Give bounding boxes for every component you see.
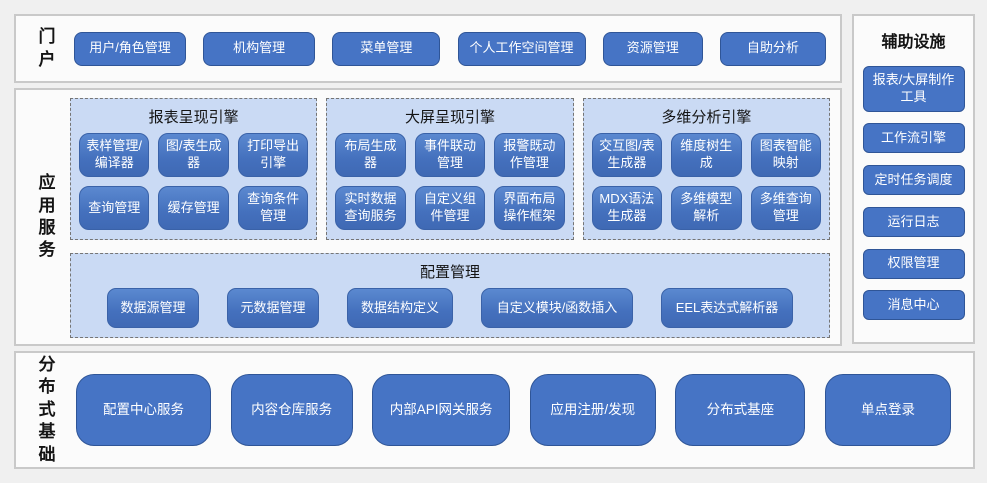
report-engine-button-cache-mgmt[interactable]: 缓存管理 <box>158 186 229 230</box>
portal-buttons-row: 用户/角色管理 机构管理 菜单管理 个人工作空间管理 资源管理 自助分析 <box>70 31 830 66</box>
olap-engine-title: 多维分析引擎 <box>661 109 752 126</box>
report-engine-button-print-export[interactable]: 打印导出引擎 <box>237 133 309 177</box>
distributed-base-label: 分布式基础 <box>38 354 56 464</box>
olap-button-smart-chart-mapping[interactable]: 图表智能映射 <box>750 133 821 177</box>
config-button-datasource[interactable]: 数据源管理 <box>107 288 199 328</box>
bigscreen-button-alarm-action[interactable]: 报警既动作管理 <box>494 133 565 177</box>
config-button-data-structure[interactable]: 数据结构定义 <box>347 288 453 328</box>
report-engine-grid: 表样管理/编译器 图/表生成器 打印导出引擎 查询管理 缓存管理 查询条件管理 <box>79 133 309 230</box>
aux-button-report-bigscreen-tool[interactable]: 报表/大屏制作工具 <box>862 65 965 112</box>
bigscreen-engine-title: 大屏呈现引擎 <box>404 109 495 126</box>
olap-button-dimension-tree[interactable]: 维度树生成 <box>671 133 742 177</box>
dist-button-content-repo[interactable]: 内容仓库服务 <box>230 374 353 446</box>
dist-button-sso[interactable]: 单点登录 <box>824 374 951 446</box>
config-mgmt-title: 配置管理 <box>419 264 480 281</box>
bigscreen-engine-panel: 大屏呈现引擎 布局生成器 事件联动管理 报警既动作管理 实时数据查询服务 自定义… <box>326 98 574 240</box>
portal-button-user-role[interactable]: 用户/角色管理 <box>74 31 186 66</box>
dist-button-distributed-base[interactable]: 分布式基座 <box>675 374 806 446</box>
report-engine-button-chart-table-generator[interactable]: 图/表生成器 <box>158 133 229 177</box>
config-mgmt-panel: 配置管理 数据源管理 元数据管理 数据结构定义 自定义模块/函数插入 EEL表达… <box>70 253 830 338</box>
portal-button-workspace[interactable]: 个人工作空间管理 <box>457 31 586 66</box>
report-engine-button-query-condition[interactable]: 查询条件管理 <box>237 186 309 230</box>
aux-button-task-scheduler[interactable]: 定时任务调度 <box>862 165 965 196</box>
app-services-section-label: 应用服务 <box>38 173 56 260</box>
config-mgmt-row: 数据源管理 元数据管理 数据结构定义 自定义模块/函数插入 EEL表达式解析器 <box>79 288 821 328</box>
olap-button-model-parsing[interactable]: 多维模型解析 <box>671 186 742 230</box>
report-engine-title: 报表呈现引擎 <box>148 109 239 126</box>
portal-section: 门户 用户/角色管理 机构管理 菜单管理 个人工作空间管理 资源管理 自助分析 <box>14 14 842 83</box>
auxiliary-buttons-stack: 报表/大屏制作工具 工作流引擎 定时任务调度 运行日志 权限管理 消息中心 <box>862 54 965 332</box>
report-engine-button-query-mgmt[interactable]: 查询管理 <box>79 186 150 230</box>
config-button-custom-module-function[interactable]: 自定义模块/函数插入 <box>481 288 633 328</box>
config-button-eel-parser[interactable]: EEL表达式解析器 <box>661 288 793 328</box>
dist-button-app-registry[interactable]: 应用注册/发现 <box>529 374 656 446</box>
report-engine-panel: 报表呈现引擎 表样管理/编译器 图/表生成器 打印导出引擎 查询管理 缓存管理 … <box>70 98 318 240</box>
dist-button-api-gateway[interactable]: 内部API网关服务 <box>372 374 511 446</box>
bigscreen-button-ui-layout-framework[interactable]: 界面布局操作框架 <box>494 186 565 230</box>
distributed-base-section: 分布式基础 配置中心服务 内容仓库服务 内部API网关服务 应用注册/发现 分布… <box>14 351 975 469</box>
engine-panels-row: 报表呈现引擎 表样管理/编译器 图/表生成器 打印导出引擎 查询管理 缓存管理 … <box>70 98 830 240</box>
bigscreen-button-realtime-query[interactable]: 实时数据查询服务 <box>335 186 406 230</box>
olap-button-mdx-generator[interactable]: MDX语法生成器 <box>591 186 663 230</box>
app-services-content: 报表呈现引擎 表样管理/编译器 图/表生成器 打印导出引擎 查询管理 缓存管理 … <box>70 98 830 338</box>
portal-button-resource[interactable]: 资源管理 <box>602 31 703 66</box>
bigscreen-button-layout-generator[interactable]: 布局生成器 <box>335 133 406 177</box>
portal-button-self-analysis[interactable]: 自助分析 <box>719 31 826 66</box>
bigscreen-engine-grid: 布局生成器 事件联动管理 报警既动作管理 实时数据查询服务 自定义组件管理 界面… <box>335 133 565 230</box>
olap-button-interactive-chart-generator[interactable]: 交互图/表生成器 <box>591 133 663 177</box>
app-services-section: 应用服务 报表呈现引擎 表样管理/编译器 图/表生成器 打印导出引擎 查询管理 … <box>14 88 842 346</box>
portal-button-menu[interactable]: 菜单管理 <box>332 31 441 66</box>
bigscreen-button-custom-component[interactable]: 自定义组件管理 <box>414 186 486 230</box>
report-engine-button-template-compiler[interactable]: 表样管理/编译器 <box>79 133 150 177</box>
bigscreen-button-event-linkage[interactable]: 事件联动管理 <box>414 133 486 177</box>
distributed-buttons-row: 配置中心服务 内容仓库服务 内部API网关服务 应用注册/发现 分布式基座 单点… <box>70 374 957 446</box>
aux-button-workflow-engine[interactable]: 工作流引擎 <box>862 123 965 154</box>
config-button-metadata[interactable]: 元数据管理 <box>227 288 319 328</box>
aux-button-permission-mgmt[interactable]: 权限管理 <box>862 248 965 279</box>
dist-button-config-center[interactable]: 配置中心服务 <box>76 374 211 446</box>
portal-button-org[interactable]: 机构管理 <box>203 31 316 66</box>
olap-engine-panel: 多维分析引擎 交互图/表生成器 维度树生成 图表智能映射 MDX语法生成器 多维… <box>582 98 830 240</box>
olap-button-multidim-query[interactable]: 多维查询管理 <box>750 186 821 230</box>
auxiliary-section: 辅助设施 报表/大屏制作工具 工作流引擎 定时任务调度 运行日志 权限管理 消息… <box>852 14 975 344</box>
auxiliary-section-title: 辅助设施 <box>881 34 946 51</box>
aux-button-message-center[interactable]: 消息中心 <box>862 290 965 321</box>
portal-section-label: 门户 <box>38 27 56 69</box>
aux-button-run-log[interactable]: 运行日志 <box>862 206 965 237</box>
olap-engine-grid: 交互图/表生成器 维度树生成 图表智能映射 MDX语法生成器 多维模型解析 多维… <box>591 133 821 230</box>
